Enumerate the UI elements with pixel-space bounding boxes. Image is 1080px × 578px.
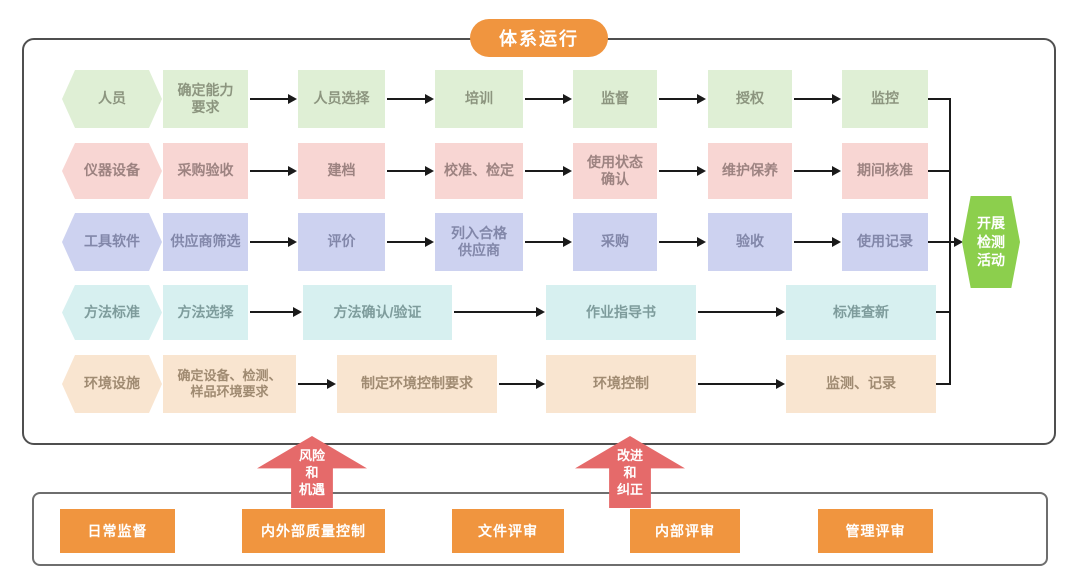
flow-step: 监测、记录 — [786, 355, 936, 413]
flow-step: 监控 — [842, 70, 928, 128]
bottom-item-quality-control: 内外部质量控制 — [242, 509, 385, 553]
arrow-right-icon — [659, 166, 706, 176]
arrow-right-icon — [525, 166, 572, 176]
system-operation-badge: 体系运行 — [470, 19, 608, 57]
flow-step: 授权 — [708, 70, 792, 128]
arrow-right-icon — [928, 237, 963, 247]
flow-step: 方法确认/验证 — [303, 285, 452, 340]
flow-step: 期间核准 — [842, 143, 928, 199]
arrow-right-icon — [794, 237, 841, 247]
arrow-right-icon — [250, 166, 297, 176]
connector-line — [928, 170, 951, 172]
source-hex-equipment: 仪器设备 — [62, 143, 162, 199]
flow-step: 验收 — [708, 213, 792, 271]
arrow-right-icon — [250, 237, 297, 247]
arrow-right-icon — [499, 379, 545, 389]
connector-line — [925, 98, 951, 100]
arrow-right-icon — [794, 94, 841, 104]
flow-step: 方法选择 — [163, 285, 248, 340]
up-arrow-label: 改进 和 纠正 — [616, 448, 643, 497]
flow-step: 确定设备、检测、 样品环境要求 — [163, 355, 296, 413]
bottom-item-internal-review: 内部评审 — [630, 509, 740, 553]
flow-step: 制定环境控制要求 — [337, 355, 497, 413]
flow-step: 建档 — [298, 143, 385, 199]
flow-step: 确定能力 要求 — [163, 70, 248, 128]
arrow-right-icon — [659, 237, 706, 247]
arrow-right-icon — [525, 237, 572, 247]
flow-step: 评价 — [298, 213, 385, 271]
flow-step: 采购 — [573, 213, 657, 271]
source-hex-methods: 方法标准 — [62, 285, 162, 340]
flow-step: 人员选择 — [298, 70, 385, 128]
flow-step: 监督 — [573, 70, 657, 128]
arrow-right-icon — [454, 307, 545, 317]
arrow-right-icon — [250, 94, 297, 104]
flow-step: 维护保养 — [708, 143, 792, 199]
bottom-item-management-review: 管理评审 — [818, 509, 933, 553]
arrow-right-icon — [794, 166, 841, 176]
arrow-right-icon — [387, 94, 434, 104]
bottom-item-daily-supervision: 日常监督 — [60, 509, 175, 553]
arrow-right-icon — [298, 379, 336, 389]
connector-line — [936, 311, 951, 313]
bottom-item-document-review: 文件评审 — [452, 509, 564, 553]
flow-step: 作业指导书 — [546, 285, 696, 340]
arrow-right-icon — [250, 307, 302, 317]
flow-step: 采购验收 — [163, 143, 248, 199]
flow-step: 使用记录 — [842, 213, 928, 271]
arrow-right-icon — [387, 237, 434, 247]
source-hex-environment: 环境设施 — [62, 355, 162, 413]
flow-step: 供应商筛选 — [163, 213, 248, 271]
flow-step: 环境控制 — [546, 355, 696, 413]
flow-step: 培训 — [435, 70, 523, 128]
flow-step: 标准查新 — [786, 285, 936, 340]
up-arrow-label: 风险 和 机遇 — [298, 448, 325, 497]
arrow-right-icon — [698, 307, 785, 317]
result-hex-testing-activities: 开展 检测 活动 — [962, 196, 1020, 288]
arrow-right-icon — [659, 94, 706, 104]
arrow-right-icon — [525, 94, 572, 104]
flow-step: 使用状态 确认 — [573, 143, 657, 199]
flow-step: 列入合格 供应商 — [435, 213, 523, 271]
source-hex-tools: 工具软件 — [62, 213, 162, 271]
arrow-right-icon — [698, 379, 785, 389]
flow-step: 校准、检定 — [435, 143, 523, 199]
arrow-right-icon — [387, 166, 434, 176]
source-hex-personnel: 人员 — [62, 70, 162, 128]
connector-line — [936, 383, 951, 385]
